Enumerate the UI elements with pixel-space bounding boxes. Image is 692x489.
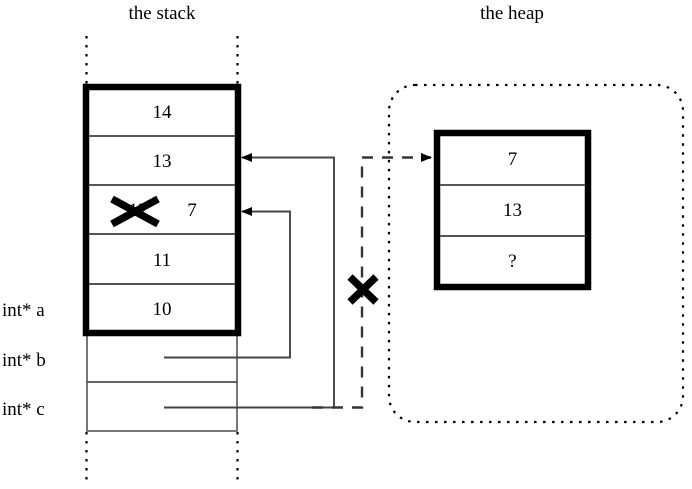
stack-cell-value-3: 11	[152, 250, 172, 271]
heap-title: the heap	[480, 3, 544, 24]
stack-label-c: int* c	[2, 399, 45, 420]
stack-dotted-guide-bottom	[85, 432, 239, 486]
heap-cell-value-0: 7	[507, 149, 518, 170]
broken-pointer-x-icon	[347, 274, 379, 305]
stack-dotted-guide-top	[85, 36, 239, 87]
dangling-pointer-dashed-arrow	[312, 153, 432, 409]
stack-frame-box	[82, 83, 242, 337]
stack-cell-value-2-old: 12	[128, 200, 148, 221]
stack-cell-value-1: 13	[152, 151, 172, 172]
heap-cell-value-1: 13	[503, 200, 522, 221]
stack-cell-value-2-new: 7	[187, 200, 197, 221]
heap-region-outline	[387, 83, 685, 424]
pointer-c-arrow	[164, 153, 335, 409]
stack-label-b: int* b	[2, 350, 46, 371]
heap-cell-value-2: ?	[508, 251, 517, 272]
stack-cell-value-4: 10	[152, 299, 172, 320]
pointer-b-arrow	[164, 207, 291, 359]
stack-pointer-cells	[86, 332, 238, 432]
heap-block-box	[433, 129, 592, 291]
stack-title: the stack	[128, 3, 196, 24]
struck-value-x-icon	[110, 195, 160, 228]
stack-label-a: int* a	[2, 300, 45, 321]
stack-cell-value-0: 14	[152, 102, 172, 123]
